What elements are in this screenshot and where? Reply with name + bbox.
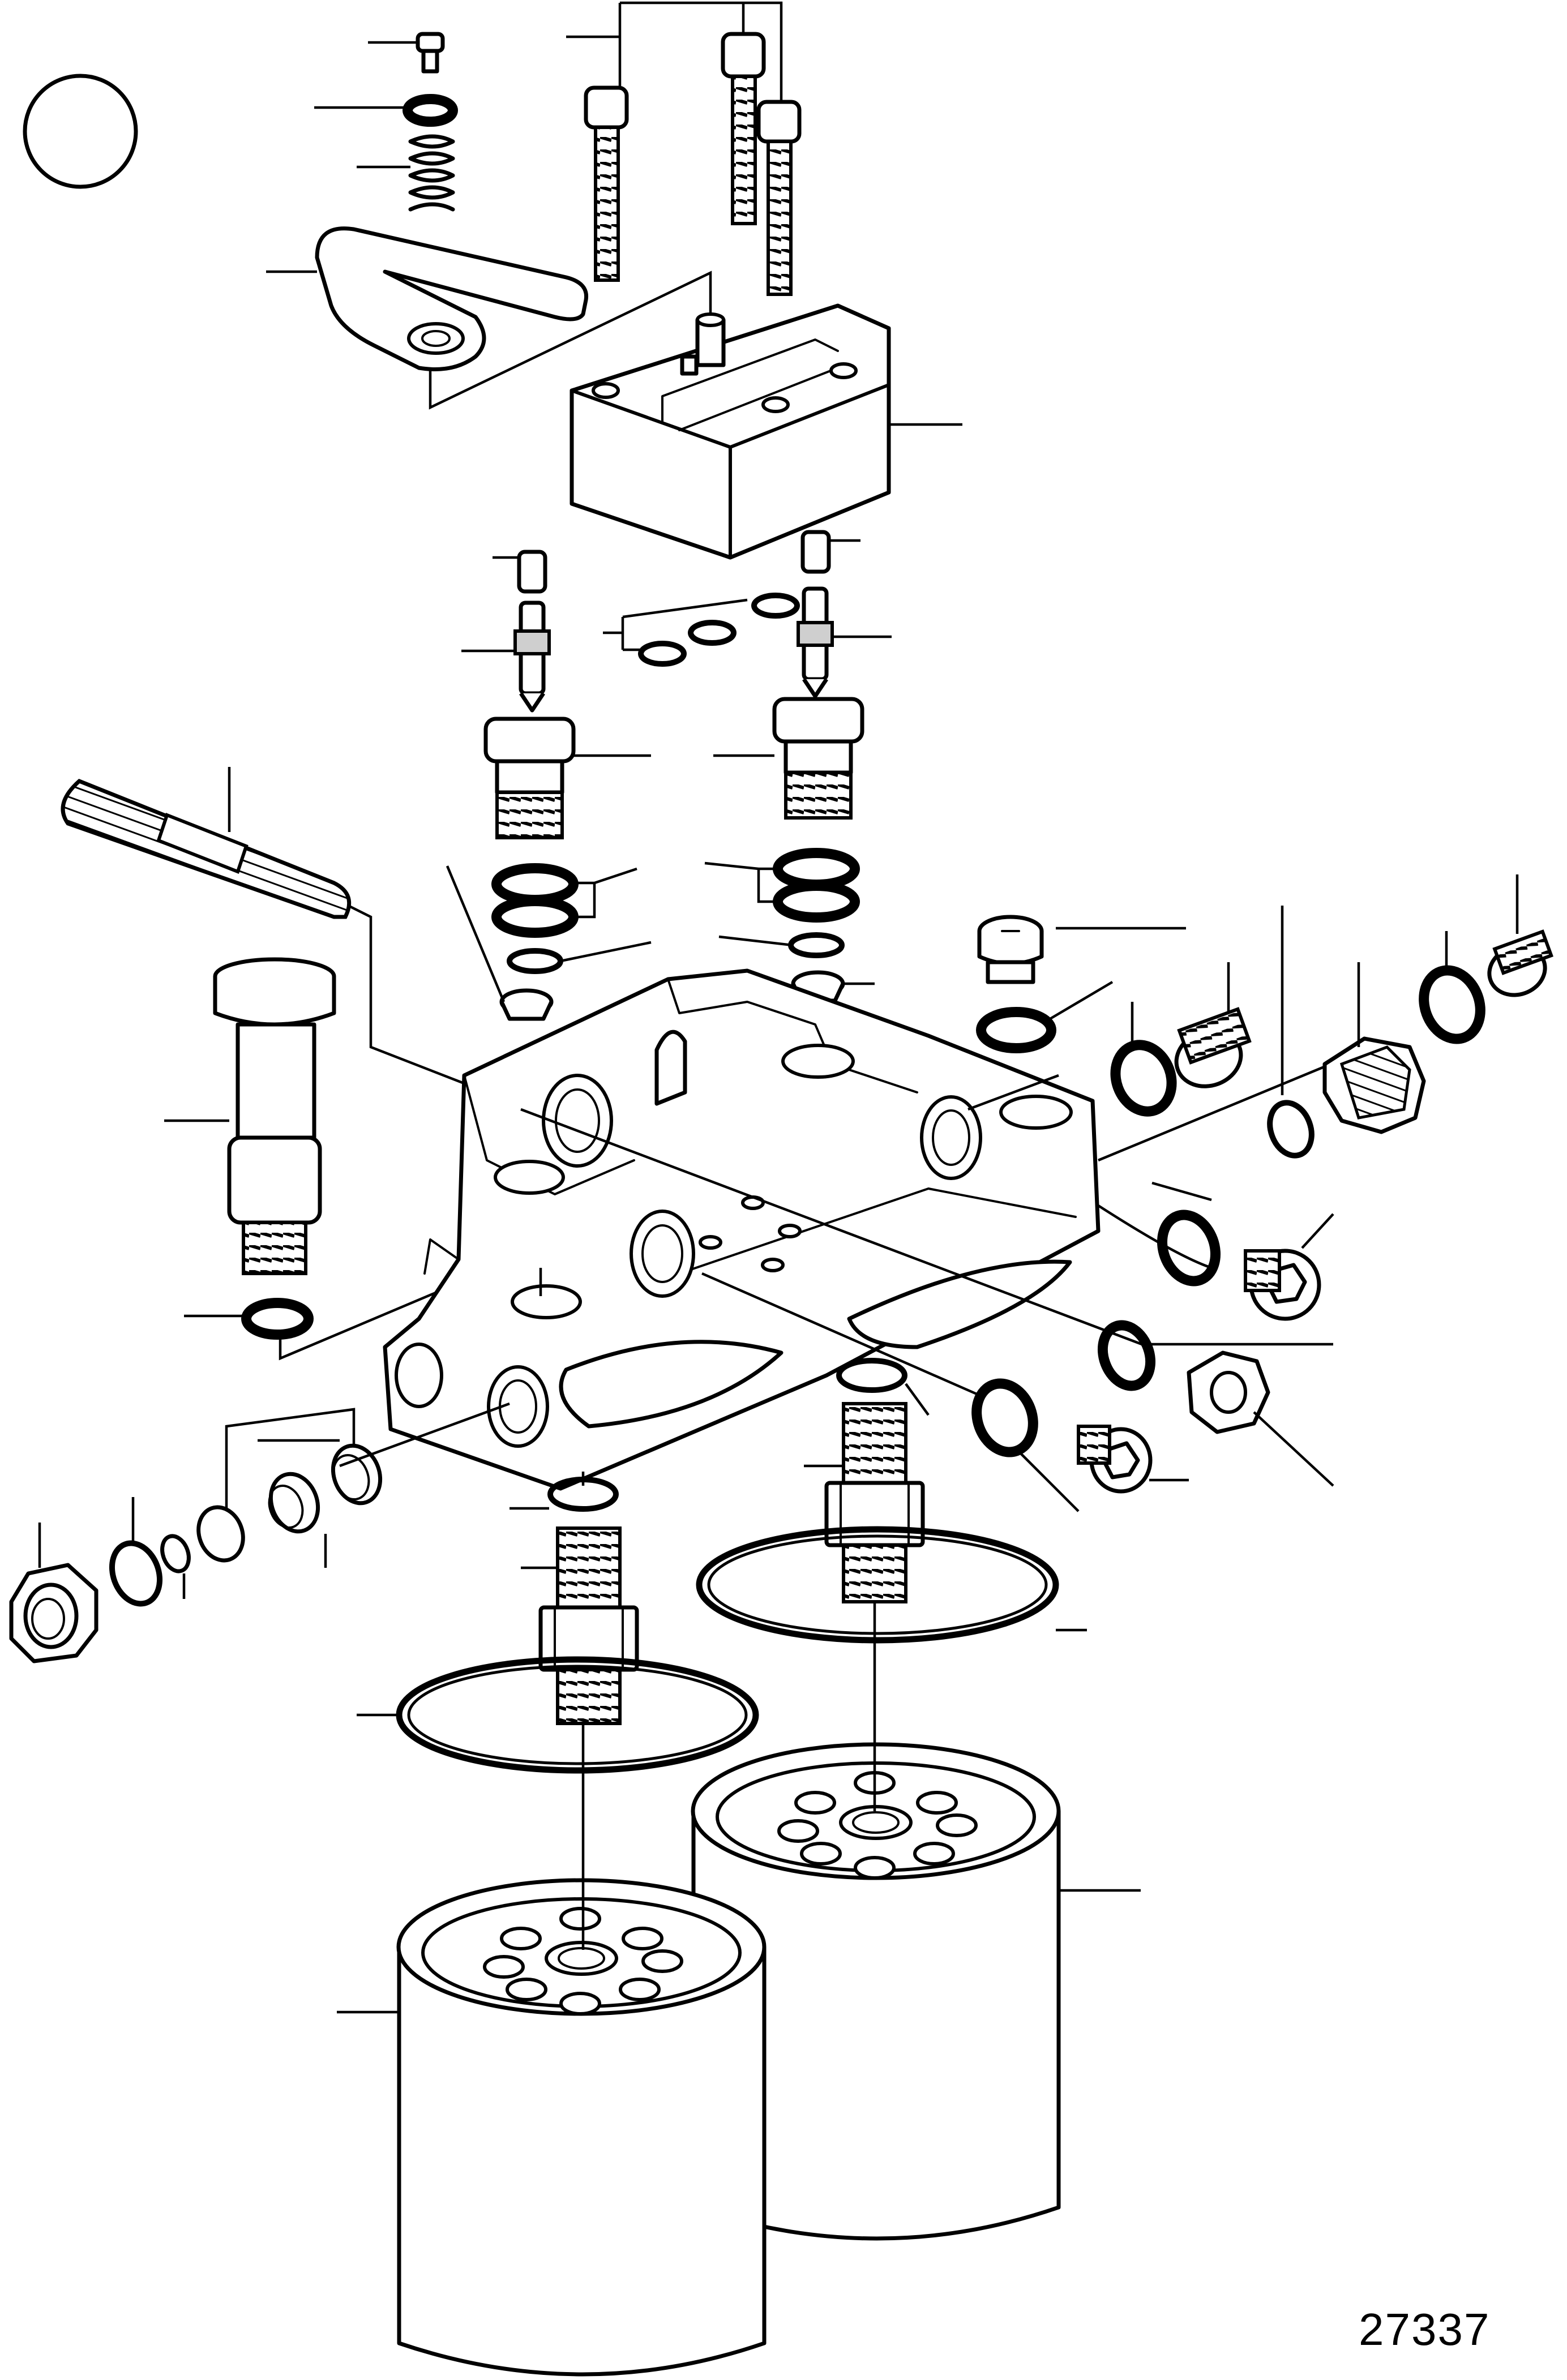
washer-top-right	[976, 981, 1114, 1053]
washer-mid-right-1	[1110, 1002, 1177, 1117]
plunger-cup-left	[196, 1505, 245, 1563]
o-rings-small-group	[603, 593, 800, 667]
valve-o-rings-left	[491, 863, 652, 974]
o-ring-left-2	[109, 1497, 163, 1607]
valve-assembly-left	[483, 717, 651, 839]
nipple-adapter-right	[804, 1402, 925, 1603]
small-screw	[368, 32, 445, 74]
adapter-nut-right	[1322, 962, 1426, 1134]
hex-nut-right	[1187, 1350, 1334, 1487]
lock-washer	[1097, 1320, 1333, 1391]
plug-top-right	[977, 915, 1186, 984]
filter-seal-ring-right	[696, 1526, 1087, 1644]
nipple-adapter-left	[521, 1526, 639, 1725]
body-leader-throughline-3	[520, 1108, 1150, 1349]
bleed-nipple-right-small	[800, 530, 860, 574]
washer-right-lower-1	[1151, 1181, 1221, 1287]
washer-top	[314, 94, 458, 127]
stud-bolt	[61, 767, 473, 1088]
figure-number: 27337	[1359, 2304, 1491, 2355]
o-ring-center-left	[510, 1477, 619, 1512]
valve-cone-left	[446, 865, 554, 1021]
left-chain-through-line	[339, 1402, 510, 1468]
plug-hex-socket-right	[1244, 1213, 1334, 1321]
spring	[357, 134, 455, 212]
body-leader-right	[967, 1057, 1345, 1162]
o-ring-mid-right	[1267, 906, 1315, 1159]
filter-head-body	[383, 968, 1101, 1491]
filter-cartridge-left	[337, 1878, 767, 2377]
plug-mid-right-1	[1174, 962, 1252, 1088]
washer-right-lower-2	[971, 1378, 1080, 1512]
plug-left-hex	[9, 1523, 99, 1663]
bleed-screw-left	[461, 601, 551, 713]
bleed-screw-right	[797, 586, 892, 698]
handle-lever	[266, 226, 712, 410]
o-ring-small-left-1	[160, 1534, 191, 1599]
plug-hex-socket-lower	[1077, 1425, 1189, 1494]
o-ring-center-right	[836, 1358, 930, 1416]
plug-far-right	[1487, 874, 1553, 997]
spool-cup-left	[331, 1443, 383, 1506]
hand-primer-pump	[164, 957, 336, 1275]
bleed-nipple-left-small	[493, 550, 547, 594]
spool-valve	[268, 1472, 327, 1568]
position-marker-circle	[23, 74, 138, 189]
washer-far-right	[1419, 931, 1485, 1044]
valve-o-rings-right	[704, 848, 860, 958]
filter-seal-ring-left	[357, 1656, 759, 1774]
valve-assembly-right	[713, 697, 864, 820]
cover-block	[570, 303, 962, 560]
bolt-bracket-leader	[566, 1, 783, 102]
long-bolt-left	[584, 85, 629, 282]
body-leader-throughline-2	[701, 1272, 980, 1397]
long-bolt-right	[756, 100, 802, 296]
